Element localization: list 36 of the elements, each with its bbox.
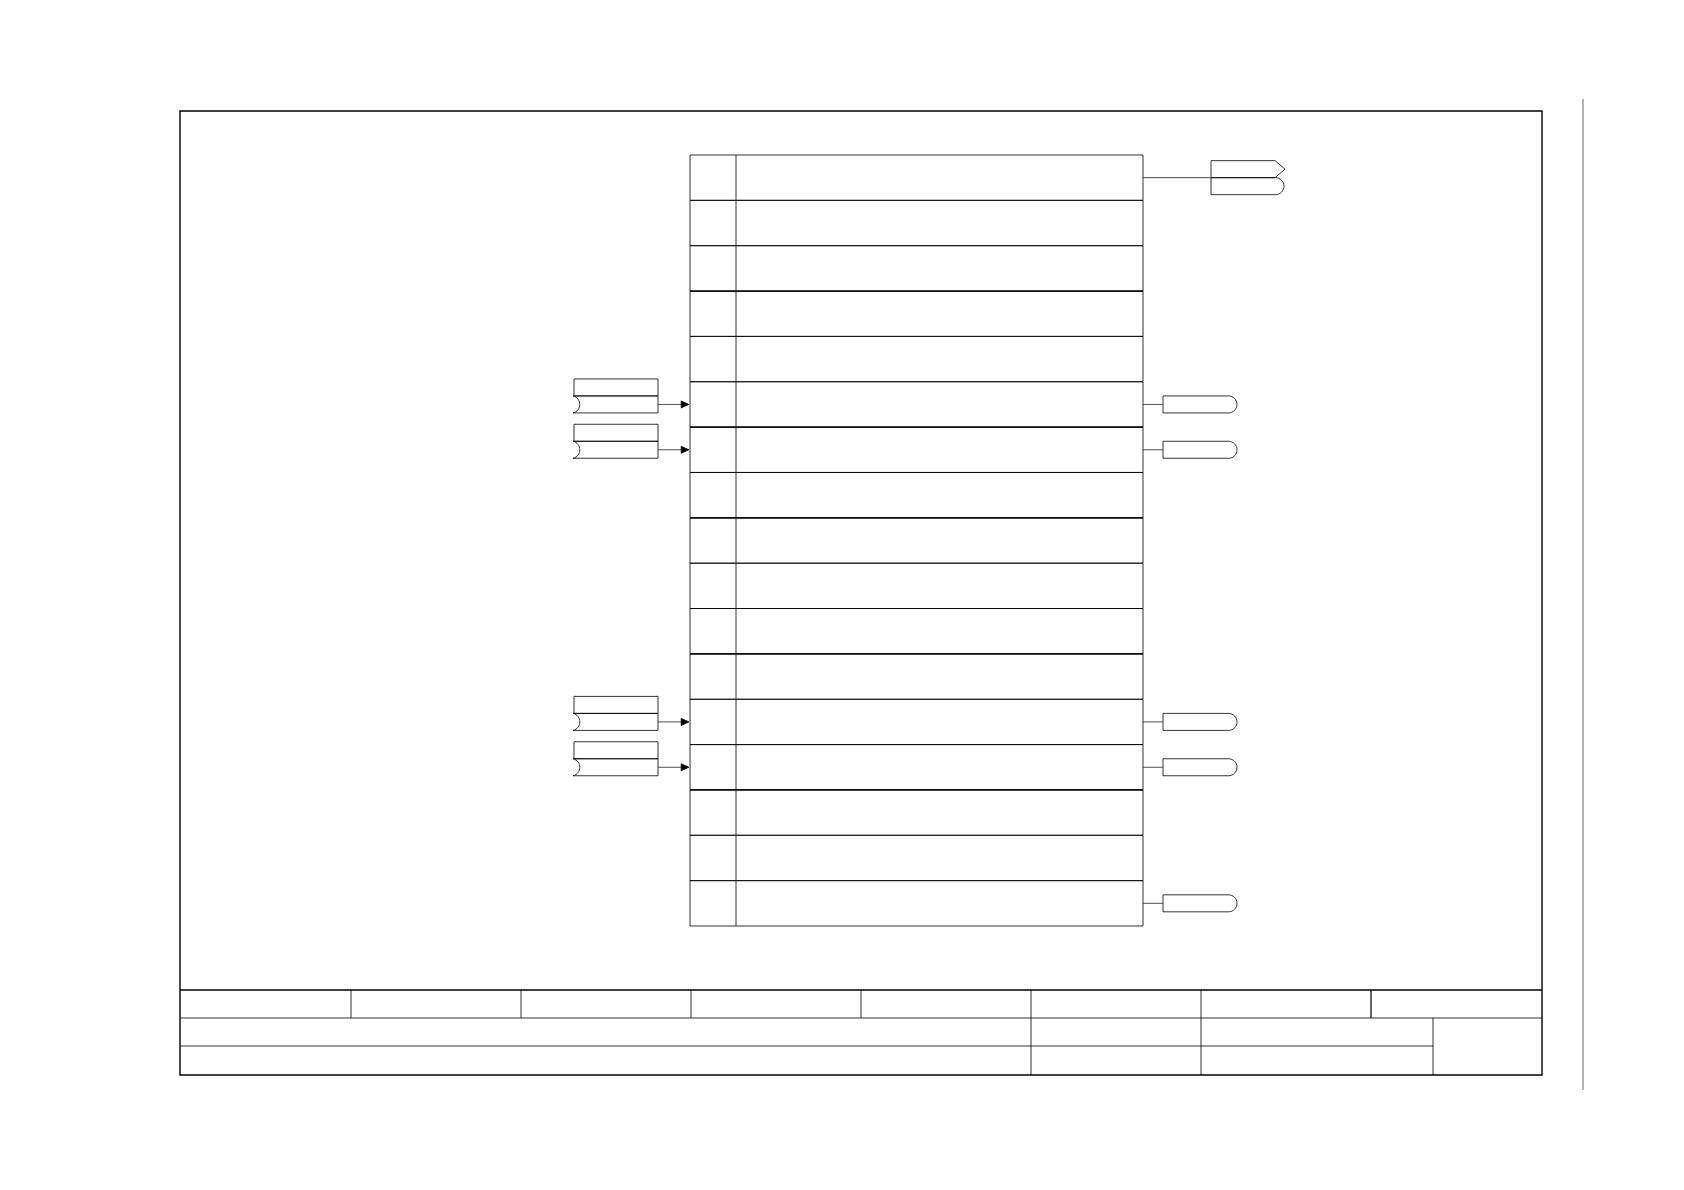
terminal-row bbox=[689, 381, 1144, 428]
connector-line bbox=[1142, 177, 1212, 178]
terminal-row bbox=[689, 834, 1144, 882]
terminal-row bbox=[689, 562, 1144, 609]
arrow bbox=[657, 400, 690, 409]
terminal-row bbox=[689, 336, 1144, 383]
terminal-row bbox=[689, 517, 1144, 564]
signal-tag bbox=[572, 696, 659, 731]
arrow bbox=[657, 718, 690, 726]
signal-tag bbox=[572, 741, 659, 777]
terminal-row bbox=[689, 653, 1144, 700]
terminal-row bbox=[689, 472, 1144, 519]
terminal-row bbox=[689, 744, 1144, 791]
terminal-row bbox=[689, 789, 1144, 836]
connector-line bbox=[1142, 902, 1164, 904]
terminal-row bbox=[689, 608, 1144, 655]
terminal-row bbox=[689, 426, 1144, 473]
arrow bbox=[657, 445, 690, 454]
terminal-row bbox=[689, 154, 1144, 201]
terminal-row bbox=[689, 880, 1144, 927]
terminal-row bbox=[689, 290, 1144, 337]
signal-tag bbox=[1162, 758, 1238, 777]
connector-line bbox=[1142, 721, 1164, 723]
terminal-row bbox=[689, 245, 1144, 292]
connector-line bbox=[1142, 766, 1164, 768]
terminal-row bbox=[689, 199, 1144, 247]
signal-tag bbox=[1162, 440, 1238, 459]
signal-tag bbox=[1162, 395, 1238, 414]
signal-tag bbox=[572, 423, 659, 459]
signal-tag bbox=[1162, 713, 1238, 731]
connector-line bbox=[1142, 404, 1164, 405]
signal-tag bbox=[1210, 160, 1286, 196]
signal-tag bbox=[1162, 894, 1238, 913]
arrow bbox=[657, 763, 690, 772]
connector-line bbox=[1142, 449, 1164, 451]
terminal-row bbox=[689, 698, 1144, 745]
